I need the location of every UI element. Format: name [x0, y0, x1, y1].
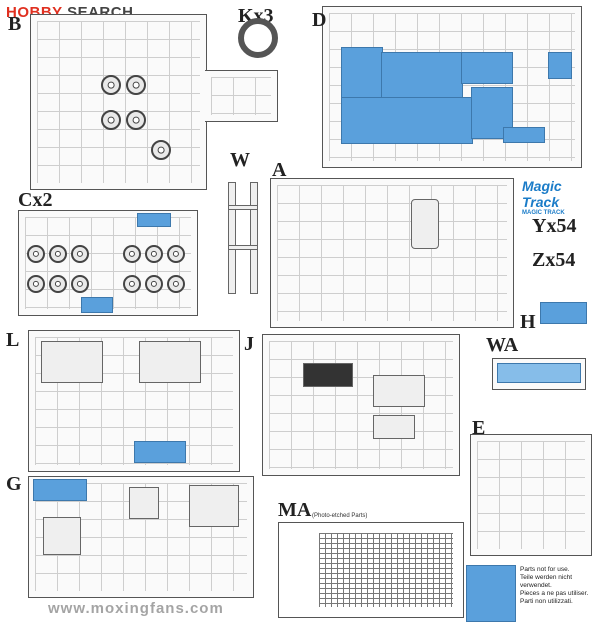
sprue-WA	[492, 358, 586, 390]
sprue-G	[28, 476, 254, 598]
sprue-D	[322, 6, 582, 168]
sprue-E	[470, 434, 592, 556]
sprue-H	[540, 302, 587, 324]
label-Yx54: Yx54	[532, 215, 577, 237]
sprue-B-ext	[205, 70, 278, 122]
label-G: G	[6, 473, 22, 495]
label-H: H	[520, 311, 536, 333]
label-W: W	[230, 149, 250, 171]
tire-part	[238, 18, 278, 58]
label-E: E	[472, 417, 486, 439]
notice-line-4: Parti non utilizzati.	[520, 598, 573, 605]
W-rail-right	[250, 182, 258, 294]
notice-text: Parts not for use. Teile werden nicht ve…	[520, 566, 600, 606]
label-L: L	[6, 329, 20, 351]
sprue-MA	[278, 522, 464, 618]
label-WA: WA	[486, 334, 519, 356]
label-J: J	[244, 333, 254, 355]
notice-line-2: Teile werden nicht verwendet.	[520, 574, 573, 589]
label-MA: MA	[278, 499, 312, 521]
label-D: D	[312, 9, 327, 31]
ma-subtitle: (Photo-etched Parts)	[312, 513, 368, 519]
notice-swatch	[466, 565, 516, 622]
magic-track-subtitle: MAGIC TRACK	[522, 210, 565, 216]
notice-line-1: Parts not for use.	[520, 566, 570, 573]
W-rail-left	[228, 182, 236, 294]
watermark-text: www.moxingfans.com	[48, 600, 224, 617]
W-cross-2	[228, 245, 258, 250]
sprue-L	[28, 330, 240, 472]
sprue-Cx2	[18, 210, 198, 316]
magic-track-title: Magic Track	[522, 178, 562, 210]
W-cross-1	[228, 205, 258, 210]
sprue-A	[270, 178, 514, 328]
sprue-B	[30, 14, 207, 190]
label-Cx2: Cx2	[18, 189, 53, 211]
notice-line-3: Pieces a ne pas utiliser.	[520, 590, 589, 597]
label-Zx54: Zx54	[532, 249, 576, 271]
label-B: B	[8, 13, 22, 35]
sprue-J	[262, 334, 460, 476]
magic-track-logo: Magic Track MAGIC TRACK	[522, 178, 600, 216]
label-A: A	[272, 159, 287, 181]
